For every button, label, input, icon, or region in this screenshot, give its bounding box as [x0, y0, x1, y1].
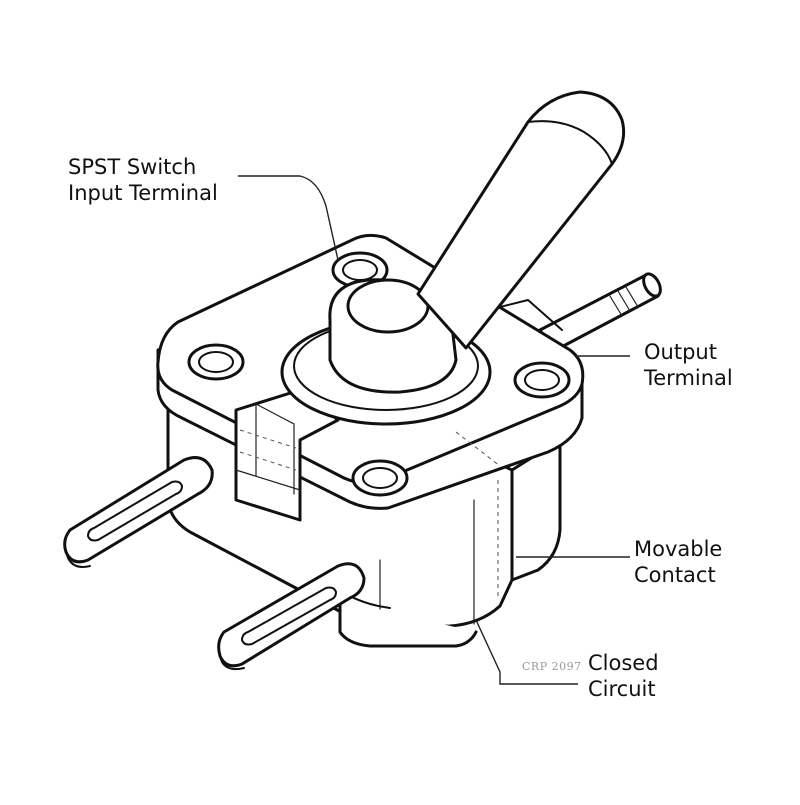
label-output-terminal-line2: Terminal [644, 366, 733, 390]
label-closed-circuit: Closed Circuit [588, 650, 659, 702]
label-closed-circuit-line2: Circuit [588, 677, 656, 701]
label-input-terminal: SPST Switch Input Terminal [68, 154, 218, 206]
toggle-lever [416, 90, 626, 350]
label-movable-contact-line1: Movable [634, 537, 723, 561]
label-output-terminal: Output Terminal [644, 339, 733, 391]
output-terminal-rod [538, 272, 662, 354]
label-closed-circuit-line1: Closed [588, 651, 659, 675]
label-movable-contact: Movable Contact [634, 536, 722, 588]
toggle-boss [280, 278, 492, 426]
input-terminal-tab-upper [63, 456, 214, 568]
leader-lines [238, 175, 630, 685]
input-terminal-tab-lower [217, 562, 366, 671]
label-movable-contact-line2: Contact [634, 563, 716, 587]
mounting-hole-left [187, 343, 245, 381]
part-stamp: CRP 2097 [522, 660, 582, 673]
leader-input-terminal [238, 175, 339, 261]
mounting-hole-right [513, 361, 571, 399]
leader-closed-circuit [475, 619, 578, 685]
mounting-hole-front [351, 459, 409, 497]
label-output-terminal-line1: Output [644, 340, 717, 364]
label-input-terminal-line1: SPST Switch [68, 155, 197, 179]
label-input-terminal-line2: Input Terminal [68, 181, 218, 205]
